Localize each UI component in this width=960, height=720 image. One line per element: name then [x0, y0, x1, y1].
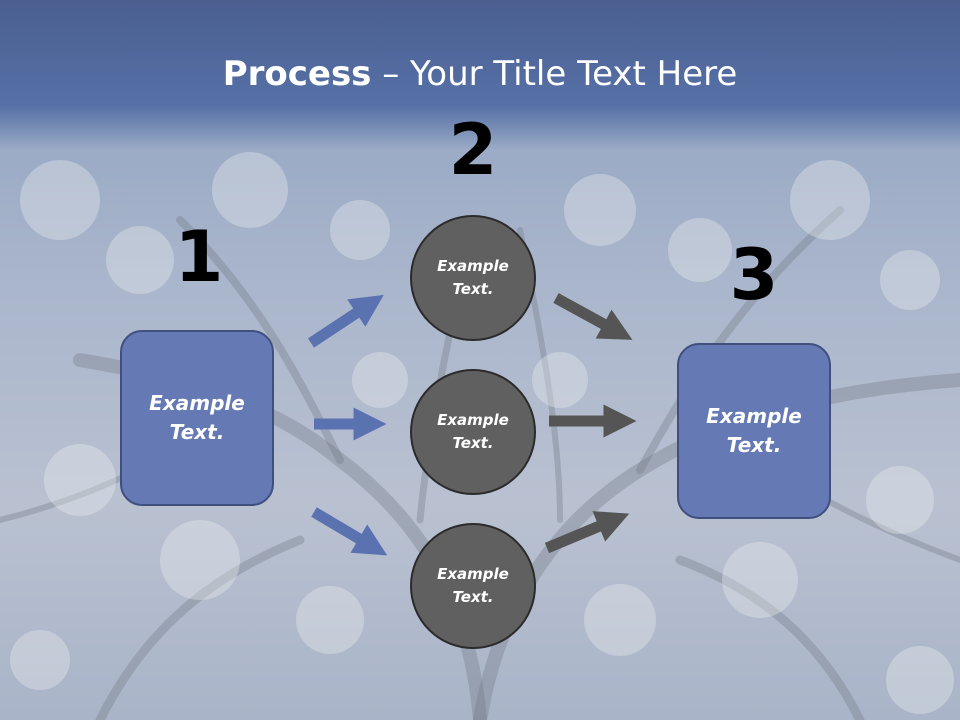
circle-top-line2: Text. — [452, 280, 494, 298]
right-box: Example Text. — [677, 343, 831, 519]
step-number-2: 2 — [448, 109, 498, 191]
title-rest: – Your Title Text Here — [371, 54, 738, 94]
arrow-left-to-top — [307, 294, 384, 348]
circle-top: Example Text. — [410, 215, 536, 341]
right-box-line1: Example — [706, 404, 802, 428]
right-box-line2: Text. — [726, 433, 782, 457]
step-number-1: 1 — [174, 216, 224, 298]
circle-bottom-line2: Text. — [452, 588, 494, 606]
header-band — [0, 0, 960, 150]
step-number-3: 3 — [729, 234, 779, 316]
arrow-left-to-bottom — [311, 507, 388, 556]
arrow-top-to-right — [553, 293, 633, 340]
circle-middle-line2: Text. — [452, 434, 494, 452]
left-box-line2: Text. — [169, 420, 225, 444]
circle-top-line1: Example — [437, 257, 509, 275]
circle-bottom-line1: Example — [437, 565, 509, 583]
left-box-line1: Example — [149, 391, 245, 415]
circle-middle: Example Text. — [410, 369, 536, 495]
slide-title: Process – Your Title Text Here — [0, 52, 960, 96]
title-bold: Process — [222, 54, 372, 94]
circle-bottom: Example Text. — [410, 523, 536, 649]
circle-middle-line1: Example — [437, 411, 509, 429]
left-box: Example Text. — [120, 330, 274, 506]
arrow-bottom-to-right — [544, 511, 630, 554]
